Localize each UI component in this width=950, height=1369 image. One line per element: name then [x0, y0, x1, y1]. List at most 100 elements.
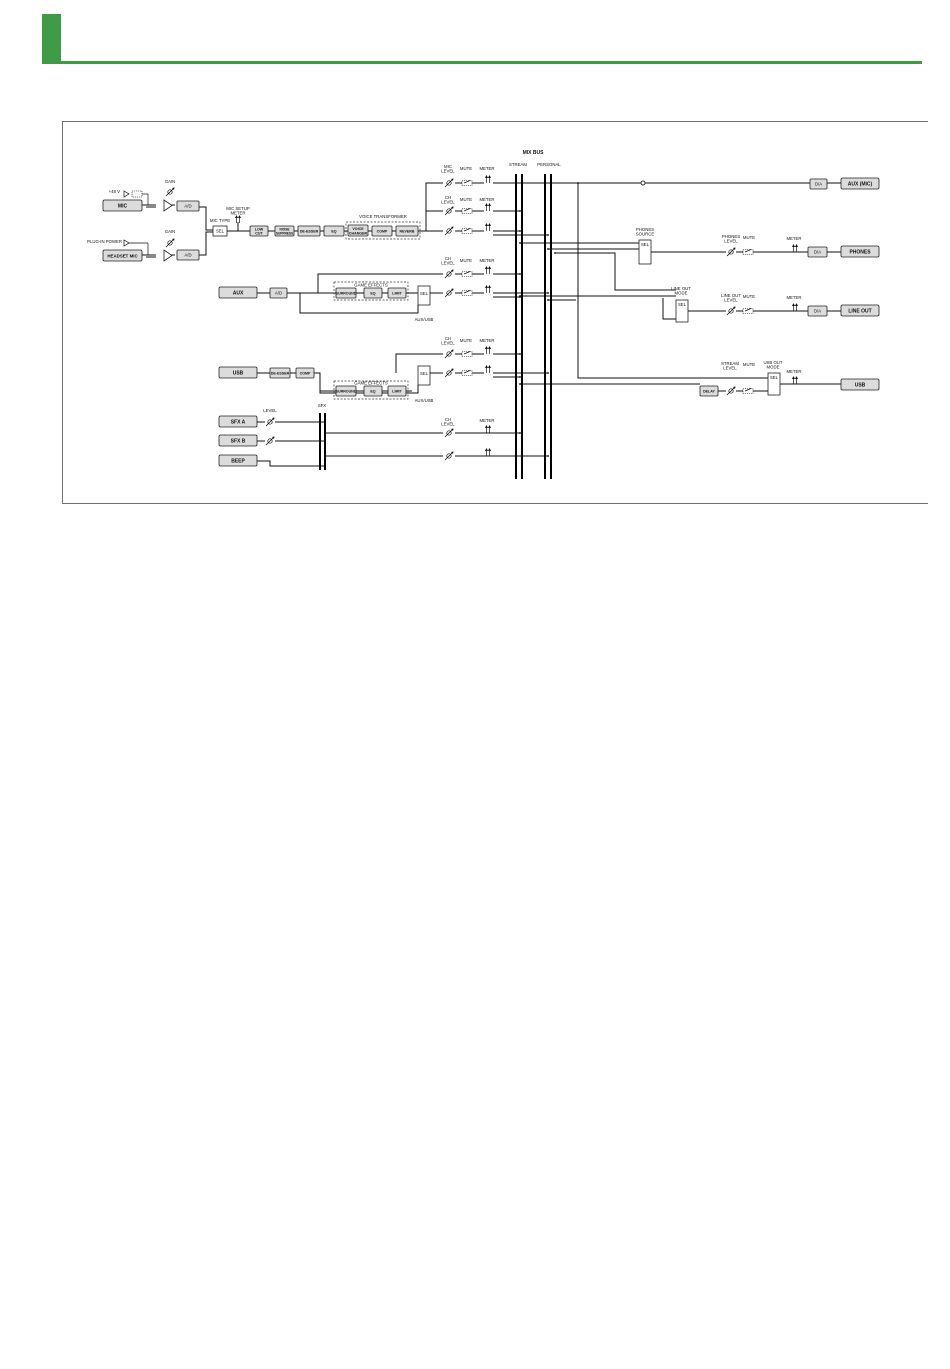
bus-junction: [519, 295, 521, 297]
eq-usb: [363, 385, 383, 397]
svg-text:GAME EFFECTS: GAME EFFECTS: [354, 283, 388, 288]
svg-text:MIC TYPE: MIC TYPE: [210, 218, 230, 223]
signal-wires: [142, 182, 841, 467]
level-fader-arrow: [265, 436, 275, 446]
phantom-power-switch: [131, 190, 143, 198]
svg-text:A/D: A/D: [184, 204, 191, 209]
voice-changer: [347, 224, 369, 237]
svg-text:MODE: MODE: [767, 365, 780, 370]
level-fader-arrowhead: [451, 226, 454, 229]
level-fader-arrowhead: [451, 288, 454, 291]
level-fader-arrowhead: [172, 238, 175, 241]
svg-text:LEVEL: LEVEL: [723, 366, 737, 371]
svg-text:SEL: SEL: [420, 291, 429, 296]
ad-mic: [176, 200, 200, 212]
mute-switch-icon: [461, 228, 473, 234]
svg-text:MUTE: MUTE: [460, 197, 472, 202]
svg-text:SEL: SEL: [770, 375, 779, 380]
eq-mic: [323, 225, 345, 237]
meter-arrow: [488, 425, 491, 428]
input-beep-label: BEEP: [231, 459, 245, 465]
low-cut: [249, 225, 269, 237]
input-headset-mic: [102, 249, 143, 262]
game-effects-group-usb: [333, 380, 409, 400]
meter-arrow: [485, 425, 488, 428]
mute-switch-icon: [461, 351, 473, 357]
meter-arrow: [485, 266, 488, 269]
svg-text:METER: METER: [786, 369, 801, 374]
level-fader-arrow: [444, 451, 454, 461]
gain-amp-headset: [163, 249, 173, 262]
svg-text:METER: METER: [479, 197, 494, 202]
level-fader-arrow: [444, 226, 454, 236]
bus-junction: [547, 372, 549, 374]
level-fader-arrow: [726, 386, 736, 396]
svg-text:LEVEL: LEVEL: [441, 169, 455, 174]
level-fader-arrow: [444, 288, 454, 298]
mute-switch-icon: [742, 249, 754, 255]
reverb: [395, 225, 419, 237]
meter-arrow: [485, 175, 488, 178]
output-phones: [840, 245, 880, 258]
level-fader-arrowhead: [172, 187, 175, 190]
bus-junction: [547, 234, 549, 236]
svg-text:PHONES: PHONES: [722, 234, 740, 239]
comp-usb: [295, 367, 315, 379]
mute-switch-icon: [461, 180, 473, 186]
meter-arrow: [488, 365, 491, 368]
level-fader-arrowhead: [733, 306, 736, 309]
svg-text:METER: METER: [786, 295, 801, 300]
svg-text:EQ: EQ: [331, 230, 336, 234]
gain-amp-mic: [163, 199, 173, 212]
mute-switch-blade: [463, 180, 471, 184]
ad-headset: [176, 249, 200, 261]
bus-junction: [519, 376, 521, 378]
meter-arrow: [488, 223, 491, 226]
level-fader-arrowhead: [451, 451, 454, 454]
svg-text:MODE: MODE: [675, 291, 688, 296]
svg-text:CUT: CUT: [255, 232, 263, 236]
output-aux-mic: [840, 177, 880, 190]
svg-text:LEVEL: LEVEL: [263, 408, 277, 413]
input-sfx-a-label: SFX A: [231, 420, 246, 426]
sel-aux-usb-1: [417, 285, 431, 306]
personal-bus-label: PERSONAL: [537, 162, 561, 167]
output-line-out: [840, 304, 880, 317]
delay: [699, 385, 719, 397]
da-line-out: [807, 305, 828, 317]
sel-aux-usb-2: [417, 365, 431, 386]
svg-text:SOURCE: SOURCE: [636, 232, 655, 237]
bus-junction: [519, 432, 521, 434]
bus-junction: [519, 383, 521, 385]
svg-text:AUX/USB: AUX/USB: [415, 398, 434, 403]
limit-aux: [387, 287, 407, 299]
bus-junction: [519, 273, 521, 275]
mute-switch-icon: [461, 370, 473, 376]
bus-junction: [547, 299, 549, 301]
svg-text:EQ: EQ: [370, 390, 375, 394]
mute-switch-blade: [463, 228, 471, 232]
bus-junction: [519, 242, 521, 244]
svg-text:D/A: D/A: [814, 250, 821, 255]
level-fader-arrowhead: [733, 386, 736, 389]
level-fader-arrowhead: [451, 206, 454, 209]
mute-switch-blade: [463, 208, 471, 212]
meter-arrow: [792, 244, 795, 247]
svg-text:MUTE: MUTE: [743, 362, 755, 367]
meter-arrow: [485, 203, 488, 206]
mix-bus-label: MIX BUS: [523, 150, 545, 156]
level-fader-arrowhead: [451, 349, 454, 352]
svg-text:COMP: COMP: [300, 372, 311, 376]
output-phones-label: PHONES: [849, 250, 871, 256]
bus-junction: [519, 230, 521, 232]
meter-arrow: [485, 285, 488, 288]
svg-text:A/D: A/D: [275, 291, 282, 296]
svg-text:METER: METER: [479, 258, 494, 263]
svg-text:NOISE: NOISE: [280, 228, 290, 232]
input-headset-mic-label: HEADSET MIC: [107, 254, 138, 259]
meter-arrow: [488, 175, 491, 178]
mute-switch-blade: [744, 249, 752, 253]
bus-junction: [519, 210, 521, 212]
mute-switch-icon: [461, 290, 473, 296]
